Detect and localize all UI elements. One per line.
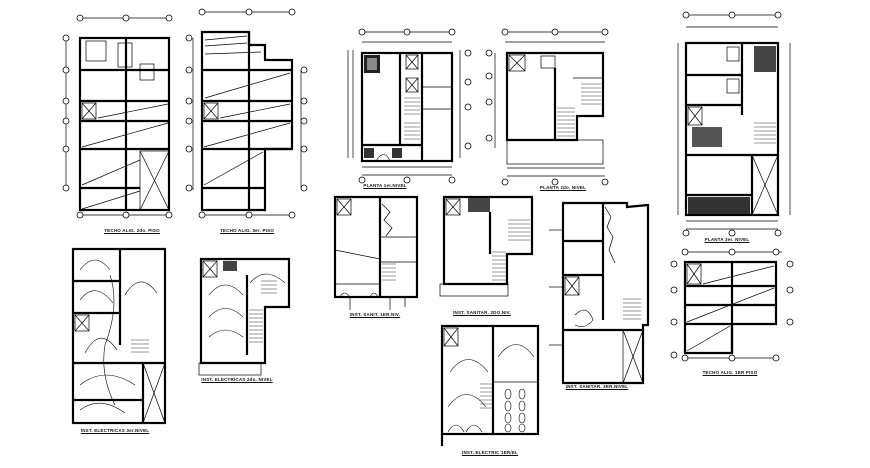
drawing-planta-1er-nivel: PLANTA 1er.NIVEL bbox=[340, 28, 472, 193]
drawing-caption: INST. SANITAR. 3ER.NIVEL bbox=[565, 384, 629, 389]
drawing-caption: INST. ELECTRICAS 3er.NIVEL bbox=[80, 428, 150, 433]
drawing-techo-aligerado-1er-piso: TECHO ALIG. 1ER PISO bbox=[670, 248, 800, 380]
drawing-planta-2do-nivel: PLANTA 2do. NIVEL bbox=[485, 28, 615, 198]
drawing-inst-electricas-3er-nivel: INST. ELECTRICAS 3er.NIVEL bbox=[65, 245, 175, 435]
drawing-inst-sanitarias-2do-nivel: INST. SANITAR. 2DO.NIV. bbox=[432, 192, 542, 322]
sanitary-installations-drawing bbox=[549, 201, 650, 385]
drawing-caption: INST. SANIT. 1ER.NIV. bbox=[349, 312, 401, 317]
drawing-techo-aligerado-2do-piso: TECHO ALIG. 2do. PISO bbox=[60, 10, 190, 233]
sanitary-installations-drawing bbox=[439, 195, 534, 297]
drawing-inst-sanitarias-1er-nivel: INST. SANIT. 1ER.NIV. bbox=[320, 192, 420, 322]
drawing-caption: INST. ELECTRIC 1ER/EL bbox=[462, 450, 518, 455]
drawing-caption: INST. ELECTRICAS 2do. NIVEL bbox=[201, 377, 273, 382]
roof-slab-plan-drawing bbox=[670, 248, 794, 362]
roof-slab-plan-drawing bbox=[185, 8, 308, 219]
floor-plan-drawing bbox=[485, 28, 609, 186]
drawing-caption: TECHO ALIG. 1ER PISO bbox=[702, 370, 758, 375]
drawing-caption: TECHO ALIG. 2do. PISO bbox=[104, 228, 160, 233]
drawing-caption: PLANTA 2do. NIVEL bbox=[539, 185, 587, 190]
drawing-caption: PLANTA 1er.NIVEL bbox=[363, 183, 407, 188]
drawing-caption: TECHO ALIG. 3er. PISO bbox=[219, 228, 275, 233]
drawing-inst-sanitarias-3er-nivel: INST. SANITAR. 3ER.NIVEL bbox=[545, 195, 660, 390]
electrical-installations-drawing bbox=[71, 247, 167, 425]
roof-slab-plan-drawing bbox=[62, 14, 173, 219]
drawing-inst-electricas-2do-nivel: INST. ELECTRICAS 2do. NIVEL bbox=[195, 255, 305, 385]
drawing-planta-3er-nivel: PLANTA 3er. NIVEL bbox=[672, 5, 797, 245]
electrical-installations-drawing bbox=[440, 324, 540, 446]
sanitary-installations-drawing bbox=[333, 195, 419, 310]
electrical-installations-drawing bbox=[198, 257, 291, 376]
drawing-caption: PLANTA 3er. NIVEL bbox=[704, 237, 750, 242]
drawing-techo-aligerado-3er-piso: TECHO ALIG. 3er. PISO bbox=[185, 8, 310, 233]
floor-plan-drawing bbox=[347, 28, 472, 184]
drawing-inst-electricas-1er-nivel: INST. ELECTRIC 1ER/EL bbox=[438, 322, 548, 462]
floor-plan-drawing bbox=[677, 11, 791, 237]
drawing-caption: INST. SANITAR. 2DO.NIV. bbox=[453, 310, 511, 315]
